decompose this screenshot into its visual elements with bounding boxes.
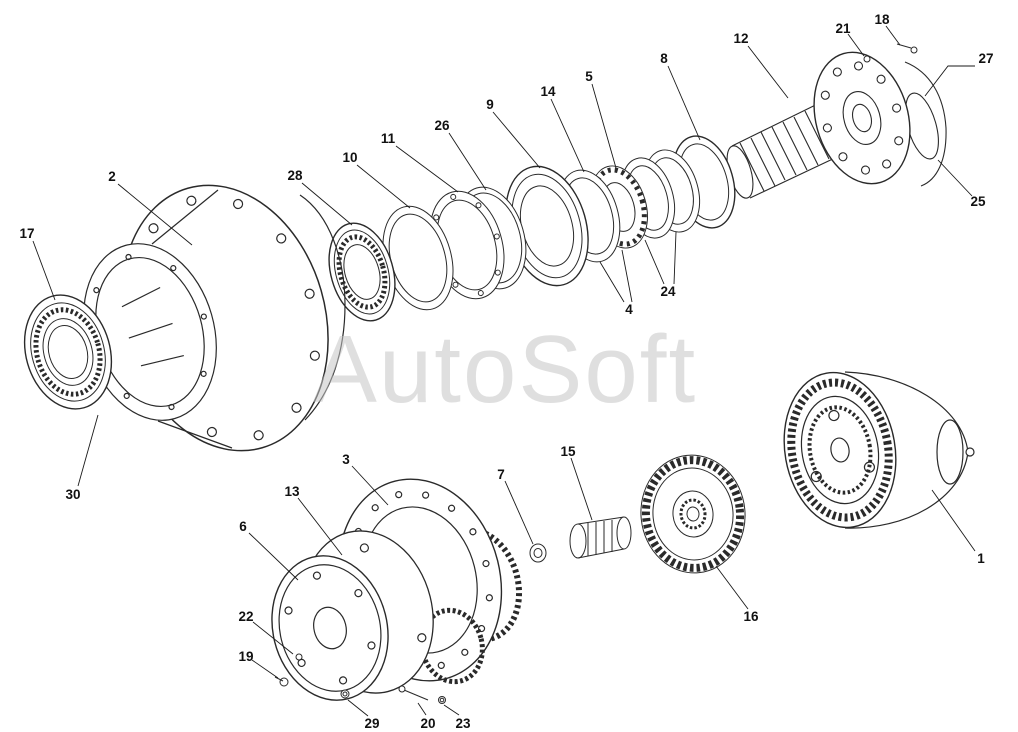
part-16-gear	[640, 454, 746, 574]
callout-label-5: 5	[585, 69, 593, 84]
callout-label-24: 24	[660, 284, 676, 299]
callout-label-4: 4	[625, 302, 633, 317]
callout-label-28: 28	[287, 168, 303, 183]
interior-ribs	[121, 286, 184, 367]
callout-label-30: 30	[65, 487, 80, 502]
callout-label-23: 23	[455, 716, 471, 731]
part-carrier-assembly	[271, 478, 523, 701]
part-15-splined-shaft	[569, 516, 632, 559]
callout-label-14: 14	[540, 84, 556, 99]
callout-label-6: 6	[239, 519, 247, 534]
part-29-washer	[340, 689, 350, 699]
callout-label-17: 17	[19, 226, 34, 241]
callout-label-3: 3	[342, 452, 350, 467]
part-6-cover	[271, 555, 389, 701]
part-28-bearing	[328, 222, 396, 322]
callout-label-21: 21	[835, 21, 851, 36]
callout-label-22: 22	[238, 609, 253, 624]
callout-label-16: 16	[743, 609, 759, 624]
part-18-bolt	[896, 43, 918, 54]
part-17-bearing-ring	[23, 294, 113, 410]
callout-label-1: 1	[977, 551, 985, 566]
callout-labels: 18 21 12 27 8 5 14 9 26 11 10 28 2 17 25…	[19, 12, 993, 731]
part-2-hub-housing	[83, 184, 346, 452]
callout-label-15: 15	[560, 444, 576, 459]
callout-label-2: 2	[108, 169, 116, 184]
leader-lines	[32, 25, 976, 717]
part-7-nut	[529, 543, 547, 563]
part-22-stud	[295, 653, 303, 661]
part-21-washer	[863, 55, 871, 63]
callout-label-8: 8	[660, 51, 668, 66]
watermark: AutoSoft	[313, 316, 697, 423]
part-19-bolt	[274, 676, 289, 687]
callout-label-12: 12	[733, 31, 748, 46]
callout-label-7: 7	[497, 467, 505, 482]
callout-label-11: 11	[381, 131, 396, 146]
callout-label-13: 13	[284, 484, 300, 499]
planet-gear-teeth-front	[419, 607, 485, 685]
part-23-washer	[438, 696, 446, 704]
callout-label-26: 26	[434, 118, 450, 133]
callout-label-19: 19	[238, 649, 253, 664]
part-24-rings	[620, 149, 701, 239]
callout-label-18: 18	[874, 12, 890, 27]
part-20-bolt	[398, 685, 429, 701]
callout-label-10: 10	[342, 150, 357, 165]
callout-label-20: 20	[420, 716, 435, 731]
callout-label-29: 29	[364, 716, 379, 731]
callout-label-25: 25	[970, 194, 986, 209]
callout-label-27: 27	[978, 51, 993, 66]
callout-label-9: 9	[486, 97, 494, 112]
part-12-input-shaft-flange	[726, 51, 947, 199]
part-1-reduction-drum	[783, 371, 975, 529]
